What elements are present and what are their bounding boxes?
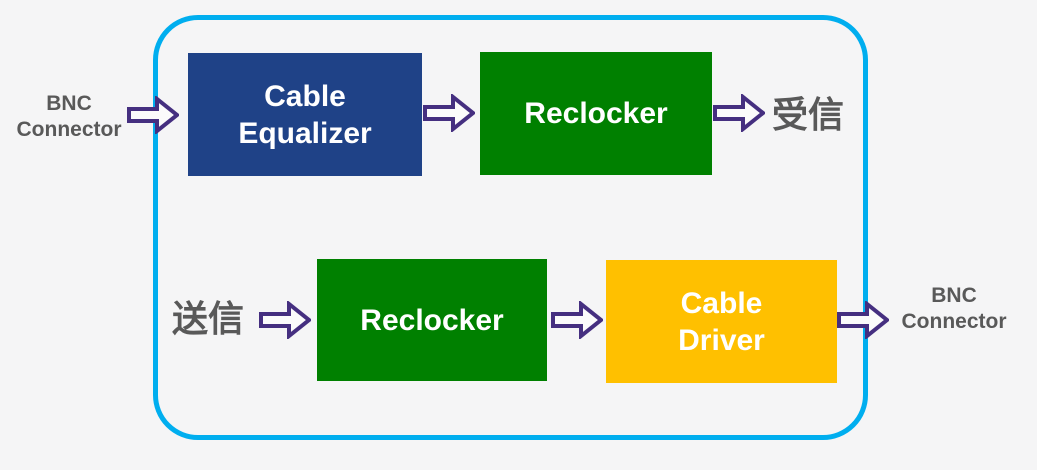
bnc-connector-output-line2: Connector — [901, 310, 1007, 333]
cable-equalizer-box: Cable Equalizer — [188, 53, 422, 176]
flow-arrow-icon — [713, 94, 765, 132]
cable-driver-label-line2: Driver — [678, 323, 765, 357]
reclocker-rx-box: Reclocker — [480, 52, 712, 175]
flow-arrow-icon — [423, 94, 475, 132]
reclocker-rx-label: Reclocker — [524, 97, 668, 130]
cable-driver-label-line1: Cable — [680, 286, 763, 320]
flow-arrow-icon — [127, 96, 179, 134]
flow-arrow-icon — [837, 301, 889, 339]
flow-arrow-icon — [551, 301, 603, 339]
bnc-connector-output-line1: BNC — [931, 284, 977, 307]
bnc-connector-input-line1: BNC — [46, 92, 92, 115]
reclocker-tx-box: Reclocker — [317, 259, 547, 381]
bnc-connector-output-label: BNC Connector — [878, 283, 1030, 335]
receive-label: 受信 — [772, 94, 845, 135]
bnc-connector-input-line2: Connector — [16, 118, 122, 141]
cable-equalizer-label-line2: Equalizer — [238, 116, 372, 150]
cable-equalizer-label-line1: Cable — [264, 79, 346, 113]
flow-arrow-icon — [259, 301, 311, 339]
bnc-connector-input-label: BNC Connector — [0, 91, 138, 143]
cable-driver-box: Cable Driver — [606, 260, 837, 383]
transmit-label: 送信 — [172, 298, 245, 339]
device-boundary-frame — [153, 15, 868, 440]
reclocker-tx-label: Reclocker — [360, 303, 504, 337]
